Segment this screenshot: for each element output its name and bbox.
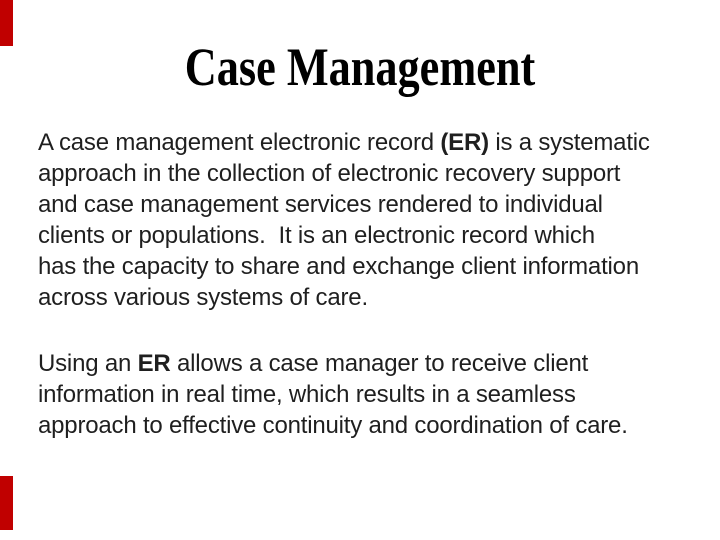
text-segment: Using an (38, 350, 138, 377)
text-segment: approach to effective continuity and coo… (38, 412, 628, 439)
bold-text-segment: ER (137, 350, 171, 377)
text-segment: and case management services rendered to… (38, 191, 603, 218)
text-segment: approach in the collection of electronic… (38, 160, 621, 187)
text-line: clients or populations. It is an electro… (38, 220, 706, 251)
text-line: Using an ER allows a case manager to rec… (38, 348, 706, 379)
slide-body: A case management electronic record (ER)… (38, 127, 706, 441)
text-segment: allows a case manager to receive client (170, 350, 589, 377)
slide-title: Case Management (184, 37, 536, 97)
text-segment: A case management electronic record (38, 129, 441, 156)
paragraph-2: Using an ER allows a case manager to rec… (38, 348, 706, 441)
text-line: A case management electronic record (ER)… (38, 127, 706, 158)
red-accent-bar-top (0, 0, 13, 46)
paragraph-1: A case management electronic record (ER)… (38, 127, 706, 313)
bold-text-segment: (ER) (440, 129, 489, 156)
text-line: across various systems of care. (38, 282, 706, 313)
text-line: and case management services rendered to… (38, 189, 706, 220)
text-segment: information in real time, which results … (38, 381, 576, 408)
text-segment: has the capacity to share and exchange c… (38, 253, 639, 280)
text-line: has the capacity to share and exchange c… (38, 251, 706, 282)
text-segment: is a systematic (488, 129, 650, 156)
text-segment: clients or populations. It is an electro… (38, 222, 595, 249)
red-accent-bar-bottom (0, 476, 13, 530)
text-line: information in real time, which results … (38, 379, 706, 410)
text-segment: across various systems of care. (38, 284, 368, 311)
text-line: approach to effective continuity and coo… (38, 410, 706, 441)
text-line: approach in the collection of electronic… (38, 158, 706, 189)
